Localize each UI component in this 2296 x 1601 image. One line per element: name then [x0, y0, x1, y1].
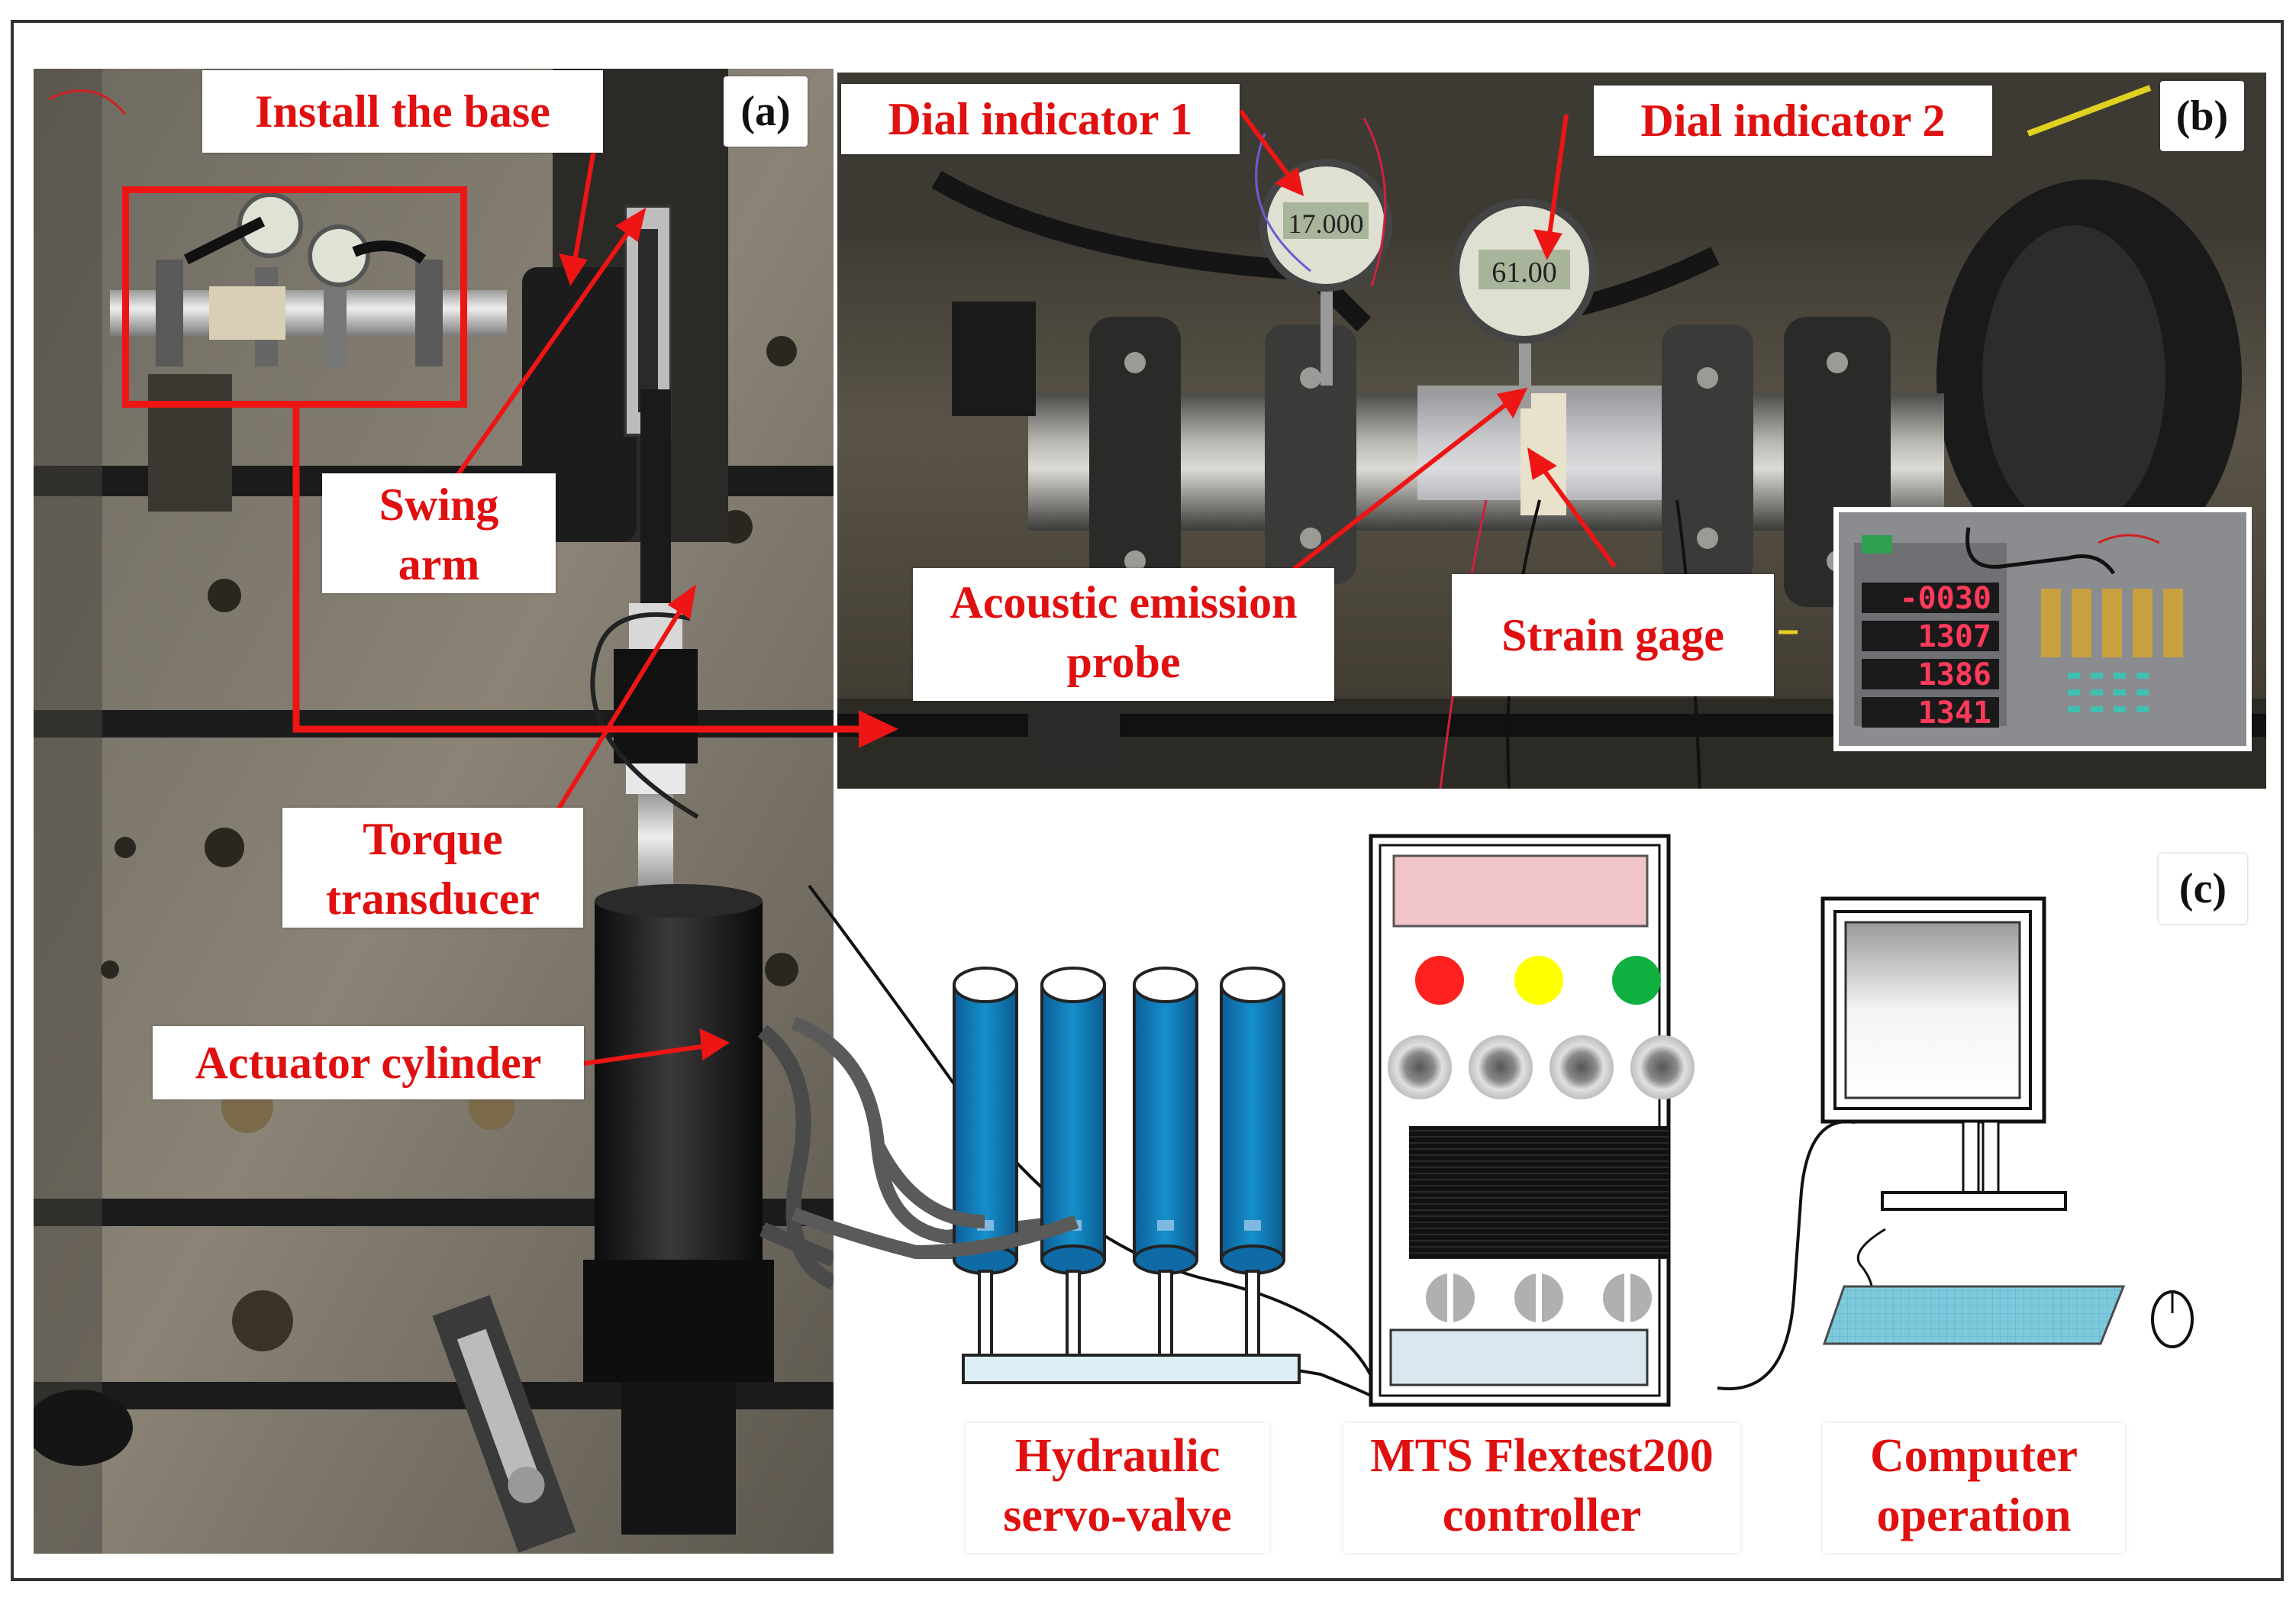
knob-3 — [1549, 1035, 1614, 1099]
caption-mts-controller: MTS Flextest200 controller — [1343, 1423, 1740, 1553]
caption-computer-line2: operation — [1876, 1490, 2072, 1541]
readout-value-1: -0030 — [1900, 581, 1991, 616]
label-swing-arm-line2: arm — [398, 539, 480, 589]
panel-a-photo — [26, 69, 837, 1554]
readout-row-2 — [1862, 621, 1999, 651]
readout-panel: -0030 1307 1386 1341 — [1839, 512, 2246, 746]
readout-value-2: 1307 — [1918, 619, 1991, 654]
dial-2-reading: 61.00 — [1491, 257, 1557, 289]
highlight-box — [122, 186, 467, 408]
label-torque-transducer: Torque transducer — [282, 808, 583, 928]
annotation-arrows — [292, 109, 1798, 1066]
label-torque-transducer-line1: Torque — [363, 814, 503, 864]
label-dial-indicator-2: Dial indicator 2 — [1594, 86, 1992, 156]
red-light — [1415, 956, 1464, 1005]
knob-4 — [1630, 1035, 1695, 1099]
caption-computer-line1: Computer — [1869, 1430, 2078, 1482]
caption-hydraulic-servo-valve: Hydraulic servo-valve — [966, 1423, 1269, 1553]
yellow-light — [1514, 956, 1563, 1005]
caption-hydraulic-line2: servo-valve — [1003, 1490, 1232, 1541]
valve-cylinder-4 — [1220, 967, 1285, 1357]
label-acoustic-line2: probe — [1066, 637, 1181, 687]
readout-value-4: 1341 — [1918, 696, 1991, 731]
caption-hydraulic-line1: Hydraulic — [1014, 1430, 1221, 1482]
panel-tag-b: (b) — [2160, 81, 2244, 151]
label-acoustic-line1: Acoustic emission — [950, 577, 1298, 628]
mts-controller — [1369, 834, 1695, 1407]
readout-inset: -0030 1307 1386 1341 — [1833, 507, 2252, 751]
readout-row-1 — [1862, 583, 1999, 613]
knob-1 — [1388, 1035, 1452, 1099]
keyboard — [1822, 1285, 2126, 1345]
readout-row-4 — [1862, 697, 1999, 728]
label-swing-arm-line1: Swing — [379, 479, 499, 530]
valve-cylinder-2 — [1040, 967, 1106, 1357]
label-swing-arm: Swing arm — [322, 473, 556, 593]
valve-cylinder-1 — [953, 967, 1018, 1357]
readout-row-3 — [1862, 659, 1999, 689]
knob-2 — [1469, 1035, 1533, 1099]
panel-a-illustration — [26, 69, 837, 1554]
caption-computer-operation: Computer operation — [1823, 1423, 2125, 1553]
label-actuator-cylinder: Actuator cylinder — [153, 1026, 584, 1099]
readout-value-3: 1386 — [1918, 657, 1991, 692]
panel-tag-c: (c) — [2159, 854, 2247, 924]
valve-cylinder-3 — [1133, 967, 1198, 1357]
controller-screen — [1409, 1126, 1669, 1259]
label-dial-indicator-1: Dial indicator 1 — [841, 84, 1240, 154]
hydraulic-servo-valve — [953, 967, 1301, 1384]
dial-1-reading: 17.000 — [1288, 208, 1364, 239]
controller-display — [1392, 854, 1649, 928]
green-light — [1612, 956, 1661, 1005]
label-acoustic-emission-probe: Acoustic emission probe — [913, 568, 1334, 701]
readout-rows: -0030 1307 1386 1341 — [1862, 581, 1999, 731]
label-strain-gage: Strain gage — [1452, 574, 1774, 696]
caption-mts-line1: MTS Flextest200 — [1370, 1430, 1714, 1482]
dial-row — [1426, 1273, 1652, 1322]
signal-line-2 — [1717, 1120, 1856, 1390]
computer — [1820, 896, 2194, 1348]
label-torque-transducer-line2: transducer — [326, 873, 540, 924]
label-install-base: Install the base — [202, 70, 603, 153]
caption-mts-line2: controller — [1442, 1490, 1642, 1541]
panel-tag-a: (a) — [724, 76, 808, 147]
hose-2 — [791, 1207, 992, 1259]
